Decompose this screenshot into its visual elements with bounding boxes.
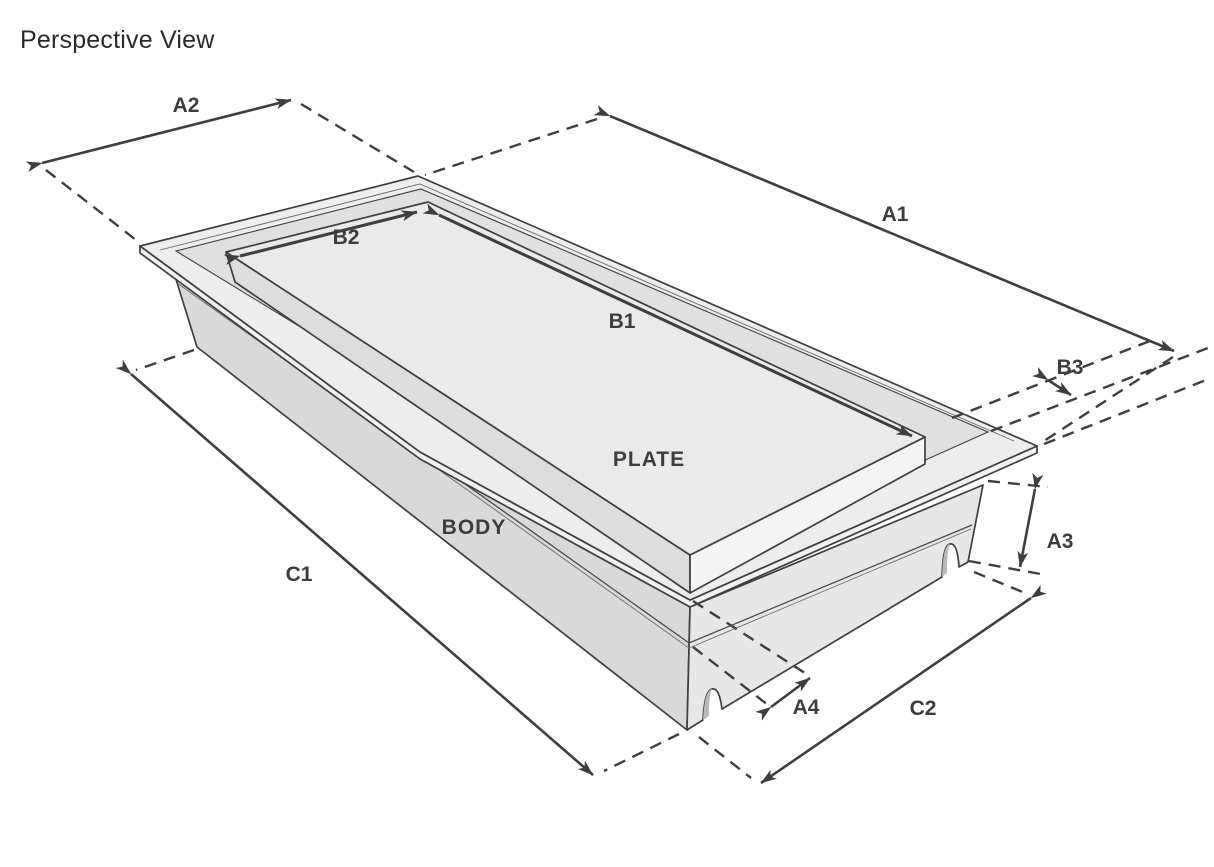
dim-label-b1: B1 xyxy=(609,310,636,333)
ext-c1-top xyxy=(135,348,195,372)
part-label-body: BODY xyxy=(442,516,507,539)
ext-c2-top xyxy=(973,570,1026,595)
dim-label-b3: B3 xyxy=(1057,356,1084,379)
notch-shadow-front xyxy=(703,689,712,720)
dim-label-b2: B2 xyxy=(333,226,360,249)
ext-a3-top xyxy=(987,479,1049,489)
dim-label-a4: A4 xyxy=(793,696,820,719)
ext-a3-bottom xyxy=(968,559,1047,577)
ext-a4-lower xyxy=(692,646,769,706)
dim-arrow-c2 xyxy=(760,584,1047,785)
ext-a4-upper xyxy=(692,599,809,677)
dim-arrow-b3 xyxy=(1032,366,1072,397)
dimension-arrows xyxy=(25,98,1175,785)
dim-arrow-b1 xyxy=(422,203,913,438)
ext-c2-bottom xyxy=(698,736,752,779)
dim-label-c2: C2 xyxy=(910,697,937,720)
dim-arrow-b2 xyxy=(223,210,418,266)
ext-c1-bottom xyxy=(603,732,680,773)
ext-b3-outer xyxy=(1043,378,1207,446)
dim-arrow-a3 xyxy=(1017,472,1044,568)
flange-skirt-edge-right xyxy=(688,524,973,644)
part-label-plate: PLATE xyxy=(613,448,685,471)
notch-shadow-right xyxy=(942,544,950,577)
ext-a1-right xyxy=(1043,355,1174,443)
page-title: Perspective View xyxy=(20,26,215,54)
ext-a2-right xyxy=(300,102,415,174)
dim-label-a2: A2 xyxy=(173,94,200,117)
ext-a1-left xyxy=(424,117,598,177)
dim-arrow-c1 xyxy=(115,359,594,776)
dim-arrow-a2 xyxy=(25,98,292,173)
ext-a2-left xyxy=(45,169,137,241)
dim-label-a1: A1 xyxy=(882,203,909,226)
dim-label-c1: C1 xyxy=(286,563,313,586)
dim-label-a3: A3 xyxy=(1047,530,1074,553)
ext-b3-mid xyxy=(990,346,1209,433)
dim-arrow-a4 xyxy=(755,676,811,721)
ext-b3-inner xyxy=(951,339,1151,420)
